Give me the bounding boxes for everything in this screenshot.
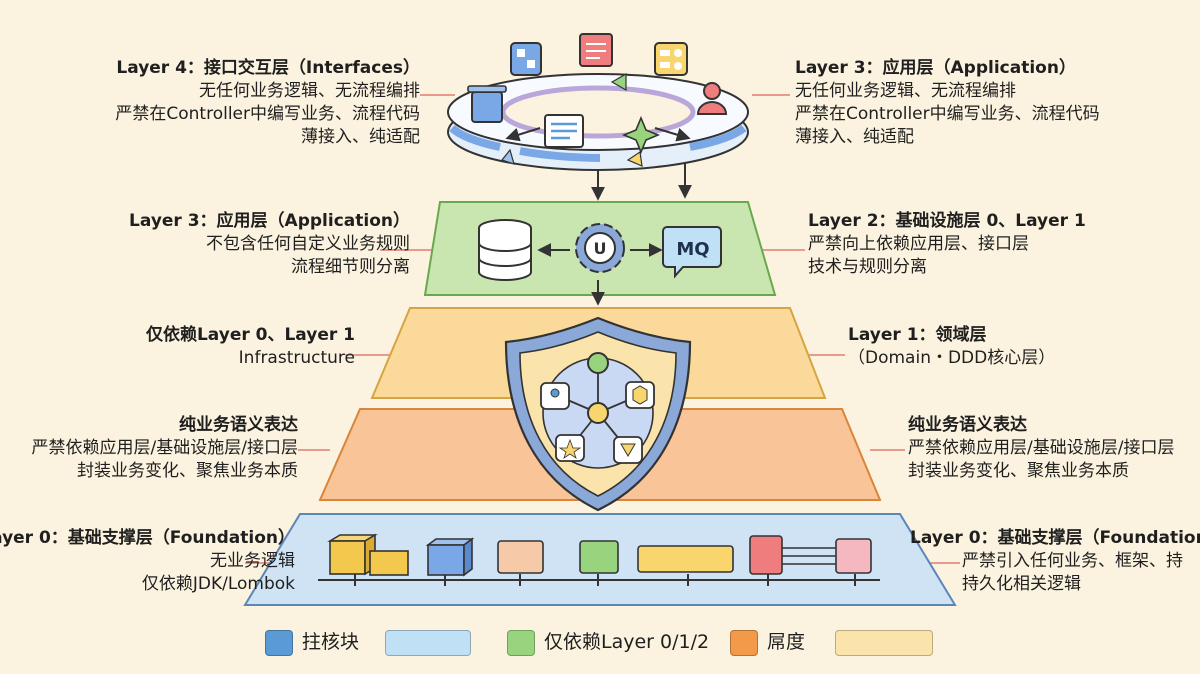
gear-label: U [594,239,607,258]
label-layer0-left: Layer 0：基础支撑层（Foundation） 无业务逻辑 仅依赖JDK/L… [0,528,295,594]
legend: 拄核块 仅依赖Layer 0/1/2 屌度 [0,627,1200,657]
label-layer2-right: Layer 2：基础设施层 0、Layer 1 严禁向上依赖应用层、接口层 技术… [808,211,1086,277]
legend-swatch-1 [385,630,471,656]
ring-icon-dashboard [654,42,688,76]
domain-node-center [587,402,609,424]
layer0-band [243,513,957,606]
gear-icon: U [575,223,625,273]
layer0-blocks [327,533,872,577]
label-layer3-top: Layer 3：应用层（Application） 无任何业务逻辑、无流程编排 严… [795,58,1100,147]
shield-icon [504,316,692,512]
label-layer0-right: Layer 0：基础支撑层（Foundation） 严禁引入任何业务、框架、持 … [910,528,1200,594]
label-pure-right: 纯业务语义表达 严禁依赖应用层/基础设施层/接口层 封装业务变化、聚焦业务本质 [908,415,1175,481]
legend-swatch-4 [835,630,933,656]
ring-icon-list [544,114,584,148]
ring-icon-document [579,33,613,67]
ring-arrow-blue [500,148,515,165]
ring-icon-trash [467,85,507,123]
mq-label: MQ [676,239,709,260]
label-layer3-left: Layer 3：应用层（Application） 不包含任何自定义业务规则 流程… [129,211,410,277]
layer3-band: U MQ [423,201,777,296]
legend-text-3: 屌度 [767,631,806,653]
legend-text-0: 拄核块 [302,631,360,653]
legend-swatch-3 [730,630,758,656]
domain-node-top [587,352,609,374]
ring-arrow-yellow [626,150,643,167]
mq-icon: MQ [662,226,722,279]
ring-icon-user [696,82,728,115]
label-layer4: Layer 4：接口交互层（Interfaces） 无任何业务逻辑、无流程编排 … [115,58,420,147]
label-layer1-right: Layer 1：领域层 （Domain・DDD核心层） [848,325,1056,368]
legend-swatch-2 [507,630,535,656]
legend-text-2: 仅依赖Layer 0/1/2 [544,631,710,653]
ring-icon-window [510,42,542,76]
layer4-ring [447,33,749,171]
ring-arrow-green [610,72,627,92]
ring-icon-sparkle [621,115,661,155]
label-dependency: 仅依赖Layer 0、Layer 1 Infrastructure [145,325,355,368]
legend-swatch-0 [265,630,293,656]
label-pure-left: 纯业务语义表达 严禁依赖应用层/基础设施层/接口层 封装业务变化、聚焦业务本质 [31,415,298,481]
database-icon [478,219,532,281]
